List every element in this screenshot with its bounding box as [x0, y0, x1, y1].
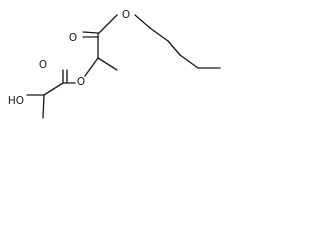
bond: [167, 40, 181, 56]
bond: [134, 14, 151, 29]
bond: [42, 94, 45, 119]
atom-label: O: [69, 32, 77, 44]
bond: [43, 82, 64, 96]
chemical-structure-diagram: O O O O HO: [8, 9, 221, 119]
bond: [149, 27, 169, 42]
bond: [179, 54, 199, 69]
bond: [97, 14, 118, 35]
atom-label: O: [122, 9, 130, 21]
bond: [97, 57, 118, 71]
atom-label: HO: [8, 95, 24, 107]
bond: [84, 57, 99, 77]
atom-label: O: [39, 59, 47, 71]
double-bond: [82, 31, 99, 34]
atom-label: O: [77, 76, 85, 88]
